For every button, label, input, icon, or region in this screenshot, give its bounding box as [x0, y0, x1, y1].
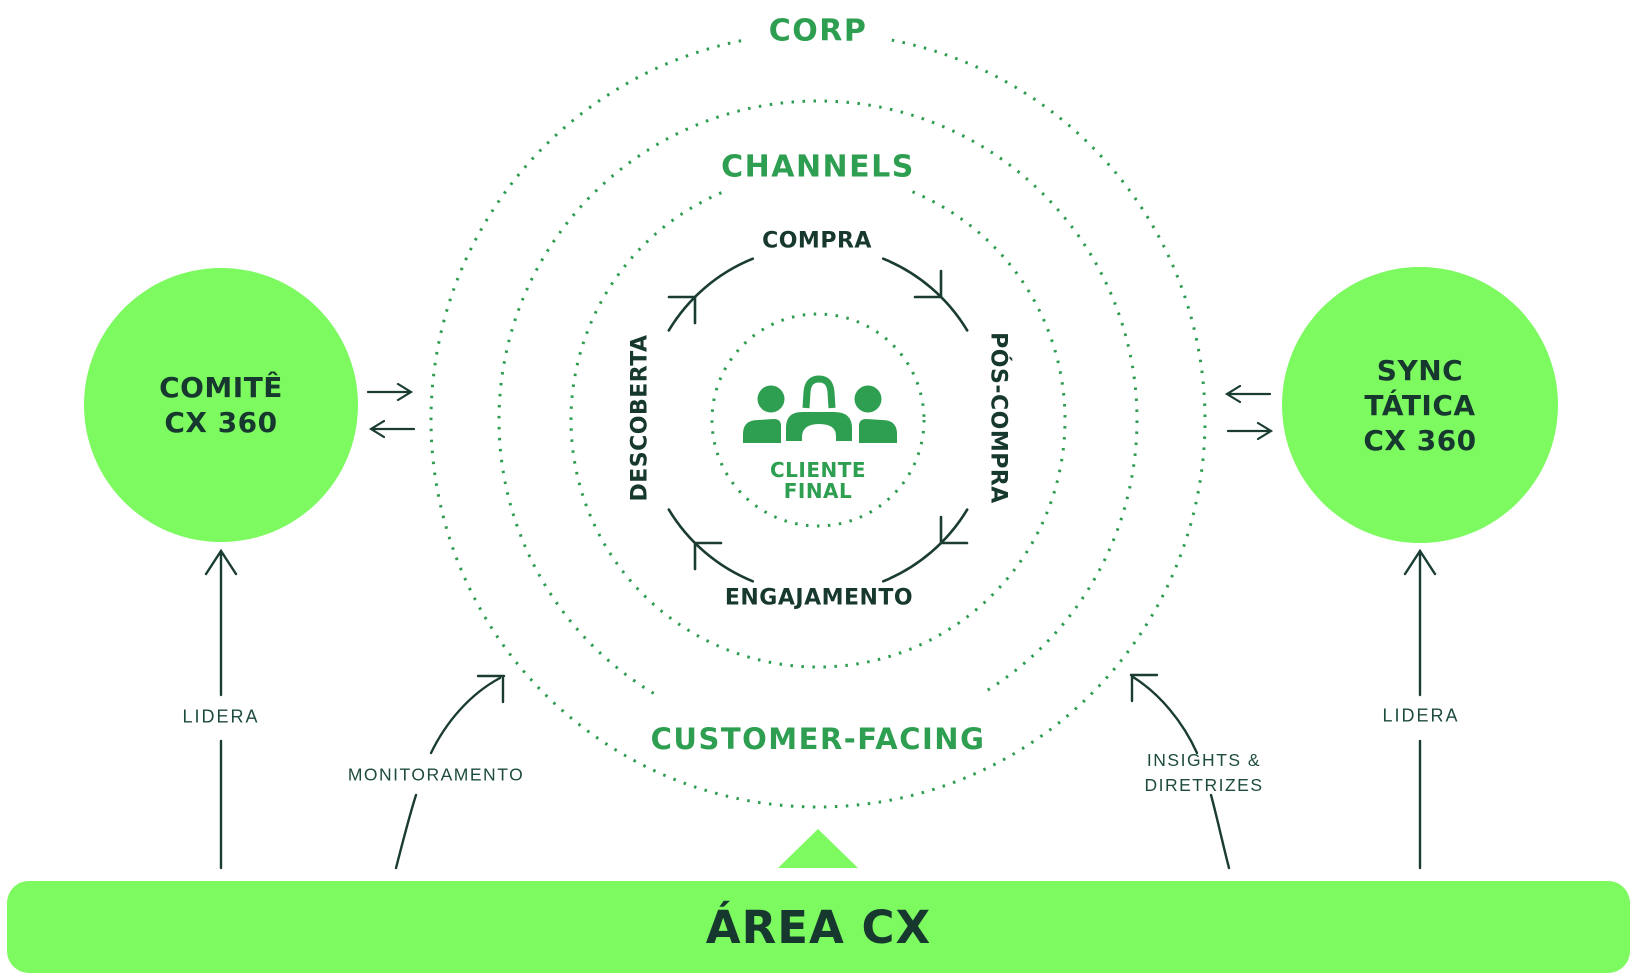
cliente-final-label: CLIENTE FINAL: [770, 460, 866, 502]
cycle-label-compra: COMPRA: [762, 228, 872, 254]
ring-label-corp: CORP: [768, 13, 868, 49]
cycle-arrowhead-bottom-left: [693, 541, 723, 571]
cycle-arc-descoberta-compra: [667, 257, 755, 332]
ring-label-customer-facing: CUSTOMER-FACING: [650, 722, 986, 756]
cliente-final-line2: FINAL: [783, 479, 853, 503]
cycle-arc-poscompra-engajamento: [881, 508, 969, 583]
lidera-left-arrow: [204, 548, 238, 870]
cliente-final-line1: CLIENTE: [769, 458, 867, 482]
ring-cliente-final: [710, 312, 926, 528]
left-exchange-arrow-right: [366, 382, 414, 402]
right-exchange-arrow-right: [1226, 421, 1274, 441]
cycle-label-engajamento: ENGAJAMENTO: [724, 585, 914, 611]
sync-tatica-cx360-label: SYNC TÁTICA CX 360: [1363, 353, 1477, 457]
left-exchange-arrow-left: [368, 419, 416, 439]
lidera-right-label: LIDERA: [1382, 705, 1460, 726]
insights-arrow: [1129, 673, 1231, 870]
sync-tatica-cx360-node: SYNC TÁTICA CX 360: [1282, 267, 1558, 543]
comite-cx360-node: COMITÊ CX 360: [84, 268, 358, 542]
cycle-arrowhead-top-right: [913, 269, 943, 299]
cycle-arrowhead-bottom-right: [939, 515, 969, 545]
cycle-arc-engajamento-descoberta: [667, 508, 755, 583]
monitoramento-arrow: [394, 674, 506, 870]
people-group-icon: [743, 375, 897, 443]
area-cx-label: ÁREA CX: [705, 900, 932, 954]
bar-pointer-triangle: [778, 829, 858, 868]
journey-cycle-arrows: [667, 257, 969, 583]
ring-label-channels: CHANNELS: [721, 149, 915, 185]
insights-diretrizes-label: INSIGHTS & DIRETRIZES: [1144, 750, 1264, 795]
cycle-arc-compra-poscompra: [881, 257, 969, 332]
cycle-arrowhead-top-left: [667, 295, 697, 325]
cycle-label-pos-compra: PÓS-COMPRA: [985, 332, 1011, 504]
cycle-label-descoberta: DESCOBERTA: [627, 334, 653, 502]
comite-cx360-label: COMITÊ CX 360: [159, 371, 283, 439]
monitoramento-label: MONITORAMENTO: [347, 764, 525, 785]
area-cx-bar: ÁREA CX: [7, 881, 1630, 973]
lidera-right-arrow: [1403, 548, 1437, 870]
right-exchange-arrow-left: [1224, 384, 1272, 404]
lidera-left-label: LIDERA: [182, 706, 260, 727]
